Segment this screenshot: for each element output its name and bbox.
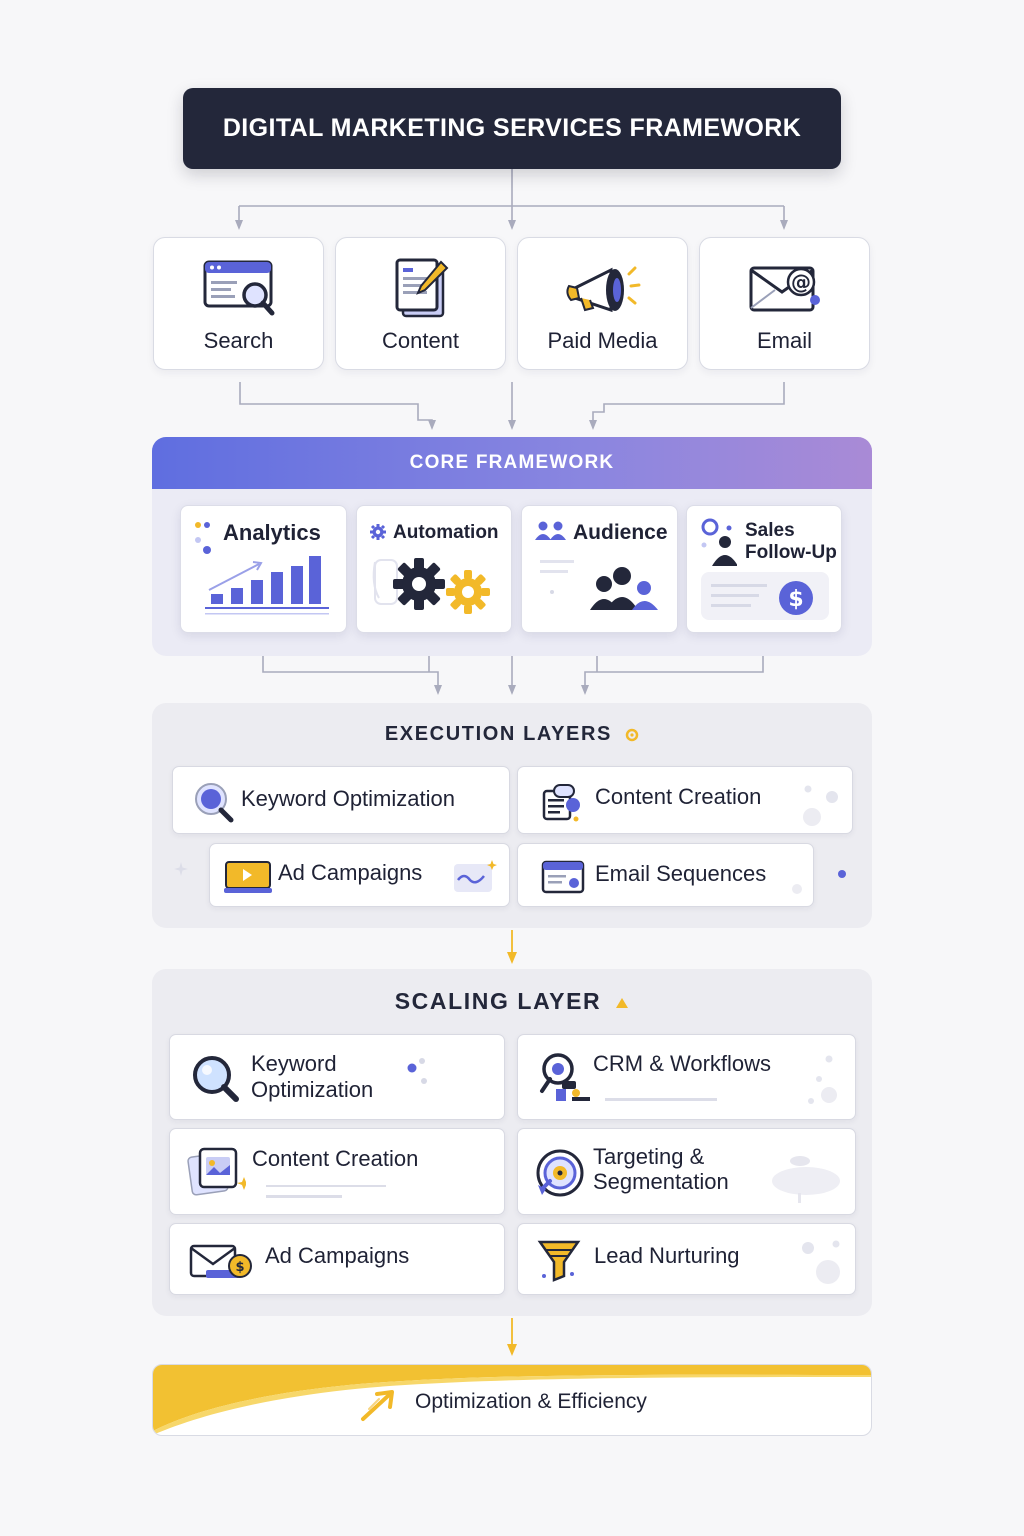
scale-item-label-line2: Optimization	[251, 1077, 374, 1102]
channel-label: Content	[381, 328, 460, 353]
people-group-icon	[540, 560, 658, 610]
image-cards-icon	[187, 1147, 246, 1196]
magnifier-icon	[195, 783, 234, 823]
channel-label: Search	[203, 328, 274, 353]
core-card-label: Audience	[573, 521, 668, 544]
search-window-icon	[203, 260, 274, 316]
execution-layers-title: EXECUTION LAYERS	[152, 723, 872, 746]
channel-search[interactable]: Search	[153, 237, 324, 370]
progress-line	[266, 1185, 386, 1187]
core-card-automation[interactable]: Automation	[356, 505, 512, 633]
exec-item-label: Ad Campaigns	[278, 860, 423, 885]
core-card-label: Sales Follow-Up	[745, 520, 837, 564]
core-card-sales-follow-up[interactable]: Sales Follow-Up $	[686, 505, 842, 633]
dots-decoration	[802, 1240, 840, 1284]
svg-text:$: $	[235, 1260, 244, 1275]
core-card-label: Automation	[393, 522, 499, 543]
funnel-icon	[537, 1240, 581, 1282]
core-card-label-line1: Sales	[745, 520, 795, 541]
scale-item-lead-nurturing[interactable]: Lead Nurturing	[517, 1223, 856, 1295]
scale-item-label: Keyword Optimization	[251, 1051, 373, 1103]
scale-item-label-line1: Targeting &	[593, 1144, 705, 1169]
envelope-at-icon: @	[749, 266, 820, 312]
core-card-label: Analytics	[223, 520, 321, 545]
scale-item-crm-workflows[interactable]: CRM & Workflows	[517, 1034, 856, 1120]
dots-decoration	[803, 785, 838, 826]
gold-triangle-icon	[616, 997, 629, 1008]
gears-icon	[372, 558, 490, 614]
svg-text:$: $	[788, 587, 803, 612]
progress-line	[605, 1098, 717, 1101]
exec-item-label: Email Sequences	[595, 861, 767, 886]
dots-decoration	[195, 522, 211, 554]
crm-icon	[540, 1053, 590, 1101]
scale-item-keyword-optimization[interactable]: Keyword Optimization	[169, 1034, 505, 1120]
scale-item-content-creation[interactable]: Content Creation	[169, 1128, 505, 1215]
progress-line	[266, 1195, 342, 1198]
cloud-decoration	[772, 1156, 840, 1203]
execution-layers-title-text: EXECUTION LAYERS	[384, 723, 612, 745]
video-ad-icon	[224, 861, 272, 893]
framework-title: DIGITAL MARKETING SERVICES FRAMEWORK	[183, 88, 841, 169]
channel-label: Paid Media	[547, 328, 658, 353]
gear-icon	[370, 524, 386, 540]
scale-item-label: CRM & Workflows	[593, 1051, 772, 1076]
channel-email[interactable]: @ Email	[699, 237, 870, 370]
magnifier-icon	[193, 1056, 239, 1102]
svg-text:@: @	[791, 270, 811, 294]
dot-decoration	[838, 870, 846, 878]
scale-item-label: Lead Nurturing	[594, 1243, 740, 1268]
growth-arrow-icon	[361, 1390, 394, 1421]
dots-decoration	[407, 1058, 427, 1084]
core-card-label-line2: Follow-Up	[745, 542, 837, 563]
scale-item-label: Content Creation	[252, 1146, 419, 1171]
scale-item-label-line2: Segmentation	[593, 1169, 729, 1194]
dollar-coin-icon: $	[701, 572, 829, 620]
email-window-icon	[541, 860, 585, 894]
core-card-audience[interactable]: Audience	[521, 505, 678, 633]
exec-item-content-creation[interactable]: Content Creation	[517, 766, 853, 834]
exec-item-label: Content Creation	[595, 784, 762, 809]
trend-card-icon	[454, 860, 497, 892]
exec-item-keyword-optimization[interactable]: Keyword Optimization	[172, 766, 510, 834]
dot-decoration	[792, 884, 802, 894]
core-framework-title: CORE FRAMEWORK	[152, 437, 872, 489]
megaphone-icon	[565, 266, 640, 313]
exec-item-email-sequences[interactable]: Email Sequences	[517, 843, 814, 907]
channel-label: Email	[756, 328, 812, 353]
scaling-layer-title-text: SCALING LAYER	[394, 988, 602, 1014]
scale-item-label-line1: Keyword	[251, 1051, 337, 1076]
result-label: Optimization & Efficiency	[415, 1390, 647, 1413]
bar-chart-icon	[205, 556, 329, 615]
scale-item-label: Targeting & Segmentation	[593, 1144, 729, 1194]
optimization-efficiency-bar: Optimization & Efficiency	[152, 1364, 872, 1436]
core-card-analytics[interactable]: Analytics	[180, 505, 347, 633]
document-pencil-icon	[395, 258, 448, 318]
exec-item-ad-campaigns[interactable]: Ad Campaigns	[209, 843, 510, 907]
scale-item-ad-campaigns[interactable]: $ Ad Campaigns	[169, 1223, 505, 1295]
scaling-layer-title: SCALING LAYER	[152, 988, 872, 1015]
person-icon	[701, 518, 737, 566]
gold-ring-icon	[625, 728, 639, 741]
envelope-coin-icon: $	[189, 1244, 252, 1278]
sparkle-decoration	[174, 862, 188, 876]
document-icon	[542, 784, 580, 822]
exec-item-label: Keyword Optimization	[241, 786, 455, 811]
channel-content[interactable]: Content	[335, 237, 506, 370]
target-icon	[536, 1149, 584, 1197]
people-small-icon	[535, 521, 566, 540]
gold-wave-decoration	[153, 1365, 871, 1435]
scale-item-targeting-segmentation[interactable]: Targeting & Segmentation	[517, 1128, 856, 1215]
channel-paid-media[interactable]: Paid Media	[517, 237, 688, 370]
dots-decoration	[808, 1055, 837, 1104]
scale-item-label: Ad Campaigns	[265, 1243, 410, 1268]
